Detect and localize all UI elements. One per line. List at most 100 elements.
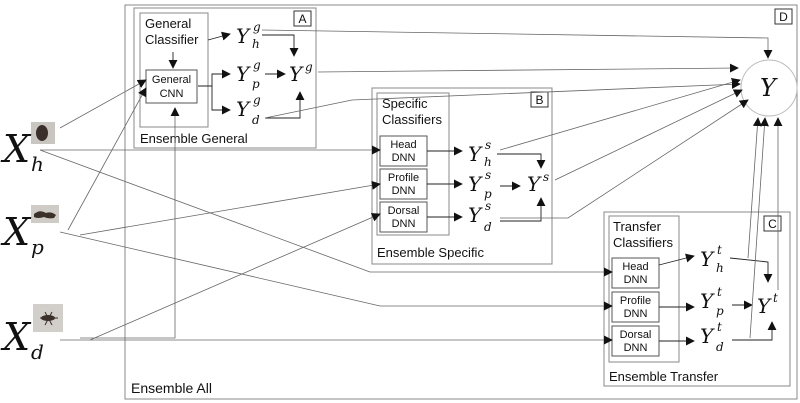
ensemble-specific-frame: [371, 87, 553, 265]
edge-xp-transfer-profile: [59, 231, 613, 311]
yt-head-sub: h: [716, 261, 724, 275]
yt-profile-sup: t: [717, 285, 722, 299]
transfer-head-dnn-box: [611, 257, 660, 289]
panel-ensemble-transfer: C Transfer Classifiers Head DNN Profile …: [603, 211, 791, 387]
input-x-head-symbol: X: [0, 127, 32, 171]
input-x-dorsal-symbol: X: [0, 315, 32, 359]
edge-xh-transfer-head: [39, 149, 613, 277]
transfer-classifiers-frame: [608, 215, 680, 363]
edge-yg-head-final: [261, 29, 773, 59]
input-x-head-subscript: h: [31, 152, 44, 176]
edge-yg-dorsal-final: [264, 79, 741, 119]
ys-profile-sup: s: [485, 168, 491, 182]
input-x-profile-subscript: p: [31, 235, 44, 259]
head-photo: [31, 122, 55, 144]
yg-ensemble: Y g: [289, 60, 313, 86]
edge-xp-general-cnn: [67, 87, 147, 231]
transfer-classifiers-title-1: Transfer: [613, 219, 662, 234]
yg-dorsal-sub: d: [252, 113, 260, 127]
edge-xd-specific-dorsal: [89, 213, 381, 341]
general-classifier-frame: [139, 12, 209, 128]
yt-profile: Y t p: [700, 285, 724, 318]
specific-classifiers-title-2: Classifiers: [382, 112, 442, 127]
panel-a-tag: A: [298, 12, 306, 26]
yg-profile-sub: p: [252, 77, 260, 91]
ensemble-general-frame: [133, 7, 317, 149]
specific-dorsal-dnn-box: [379, 201, 428, 233]
ys-head-sub: h: [484, 155, 492, 169]
edge-cnn-yg-head: [207, 31, 231, 41]
yt-profile-sub: p: [716, 304, 724, 318]
yg-head-sub: h: [252, 37, 260, 51]
input-x-dorsal-subscript: d: [31, 340, 44, 364]
edge-ys-dorsal-ys: [500, 197, 546, 222]
yg-dorsal-symbol: Y: [236, 97, 251, 121]
specific-dorsal-dnn-label-2: DNN: [392, 218, 416, 230]
ys-ensemble-sup: s: [543, 170, 549, 184]
yt-dorsal-sub: d: [716, 340, 724, 354]
general-cnn-box: [145, 69, 198, 104]
edge-cnn-yg-dorsal: [211, 86, 231, 115]
transfer-dorsal-dnn-label-2: DNN: [624, 342, 648, 354]
yt-ensemble-symbol: Y: [757, 294, 772, 318]
specific-head-dnn-label-2: DNN: [392, 152, 416, 164]
ys-dorsal-symbol: Y: [468, 203, 483, 227]
specific-head-dnn-box: [379, 135, 428, 167]
yt-head: Y t h: [700, 243, 724, 275]
ys-head-sup: s: [485, 138, 491, 152]
ant-profile-shape: [34, 211, 56, 219]
ys-ensemble: Y s: [527, 170, 549, 196]
ensemble-general-caption: Ensemble General: [140, 131, 248, 146]
input-x-dorsal: X d: [0, 315, 44, 364]
panel-c-tag-box: [763, 215, 782, 232]
yt-dorsal-symbol: Y: [700, 324, 715, 348]
edge-yt-dorsal-final: [749, 117, 769, 339]
ensemble-transfer-frame: [603, 211, 791, 387]
ys-profile: Y s p: [468, 168, 492, 201]
profile-photo: [31, 205, 59, 223]
transfer-head-dnn-label-2: DNN: [624, 274, 648, 286]
edge-ys-head-final: [499, 77, 741, 151]
ensemble-all-caption: Ensemble All: [131, 380, 212, 396]
ensemble-all-frame: [124, 4, 798, 400]
input-x-head: X h: [0, 127, 44, 176]
final-output-node: [740, 59, 798, 117]
ys-head-symbol: Y: [468, 142, 483, 166]
yg-head: Y g h: [236, 20, 261, 51]
transfer-dorsal-dnn-box: [611, 325, 660, 357]
transfer-head-dnn-label-1: Head: [622, 261, 648, 273]
edge-cnn-yg-profile: [198, 69, 231, 87]
edge-xd-general-cnn: [80, 107, 180, 339]
panel-a-tag-box: [293, 10, 312, 27]
ensemble-transfer-caption: Ensemble Transfer: [609, 369, 719, 384]
panel-ensemble-specific: B Specific Classifiers Head DNN Profile …: [371, 87, 553, 265]
yg-head-symbol: Y: [236, 24, 251, 48]
yg-dorsal: Y g d: [236, 93, 261, 127]
yt-dorsal-sup: t: [717, 320, 722, 334]
ant-dorsal-body: [41, 315, 55, 321]
general-cnn-label-1: General: [152, 74, 191, 86]
panel-b-tag: B: [535, 93, 543, 107]
yg-profile-symbol: Y: [236, 62, 251, 86]
specific-classifiers-frame: [376, 92, 450, 236]
specific-dorsal-dnn-label-1: Dorsal: [388, 205, 420, 217]
panel-c-tag: C: [768, 217, 777, 231]
edge-xp-specific-profile: [79, 180, 381, 236]
edge-ys-head-ys: [497, 153, 546, 169]
input-x-profile: X p: [0, 210, 44, 259]
yt-profile-symbol: Y: [700, 289, 715, 313]
edge-yg-dorsal-yg: [265, 91, 305, 119]
yt-head-sup: t: [717, 243, 722, 257]
panel-ensemble-all: D Ensemble All: [124, 4, 798, 400]
panel-d-tag-box: [774, 8, 793, 25]
yg-profile-sup: g: [253, 58, 261, 72]
specific-profile-dnn-box: [379, 168, 428, 200]
yg-ensemble-sup: g: [305, 60, 313, 74]
ys-profile-sub: p: [484, 187, 492, 201]
panel-ensemble-general: A General Classifier General CNN Ensembl…: [133, 7, 317, 149]
yt-ensemble: Y t: [757, 291, 778, 318]
edges: [39, 29, 783, 346]
specific-profile-dnn-label-1: Profile: [388, 172, 419, 184]
edge-ys-final: [554, 89, 743, 181]
